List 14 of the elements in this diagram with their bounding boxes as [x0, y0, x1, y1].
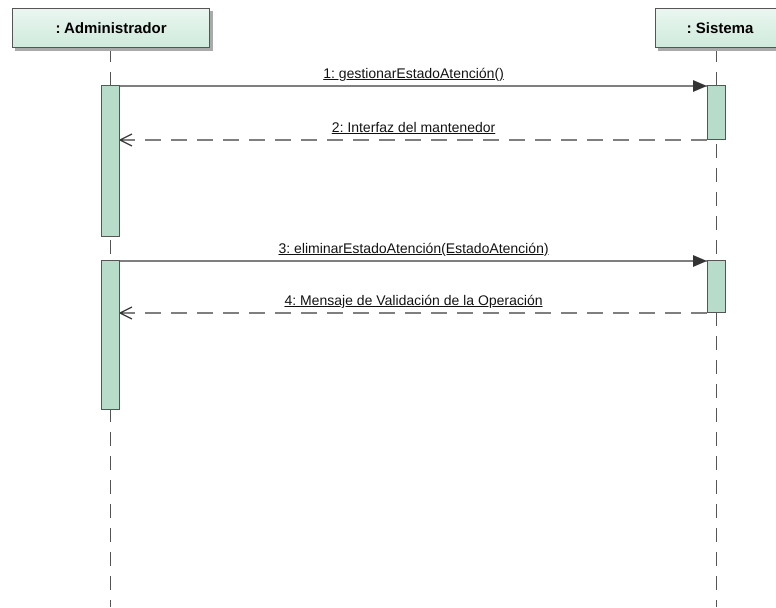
- activation-bar: [707, 85, 726, 140]
- activation-bar: [101, 85, 120, 237]
- message-arrow: [120, 80, 707, 92]
- activation-bar: [101, 260, 120, 410]
- return-message-arrow: [119, 306, 707, 320]
- activation-bar: [707, 260, 726, 313]
- message-label: 2: Interfaz del mantenedor: [330, 119, 498, 135]
- message-arrow: [120, 255, 707, 267]
- message-label: 3: eliminarEstadoAtención(EstadoAtención): [276, 240, 551, 256]
- participant-header: : Sistema: [655, 8, 776, 48]
- message-label: 4: Mensaje de Validación de la Operación: [282, 292, 545, 308]
- participant-header: : Administrador: [12, 8, 210, 48]
- return-message-arrow: [119, 133, 707, 147]
- message-label: 1: gestionarEstadoAtención(): [321, 65, 506, 81]
